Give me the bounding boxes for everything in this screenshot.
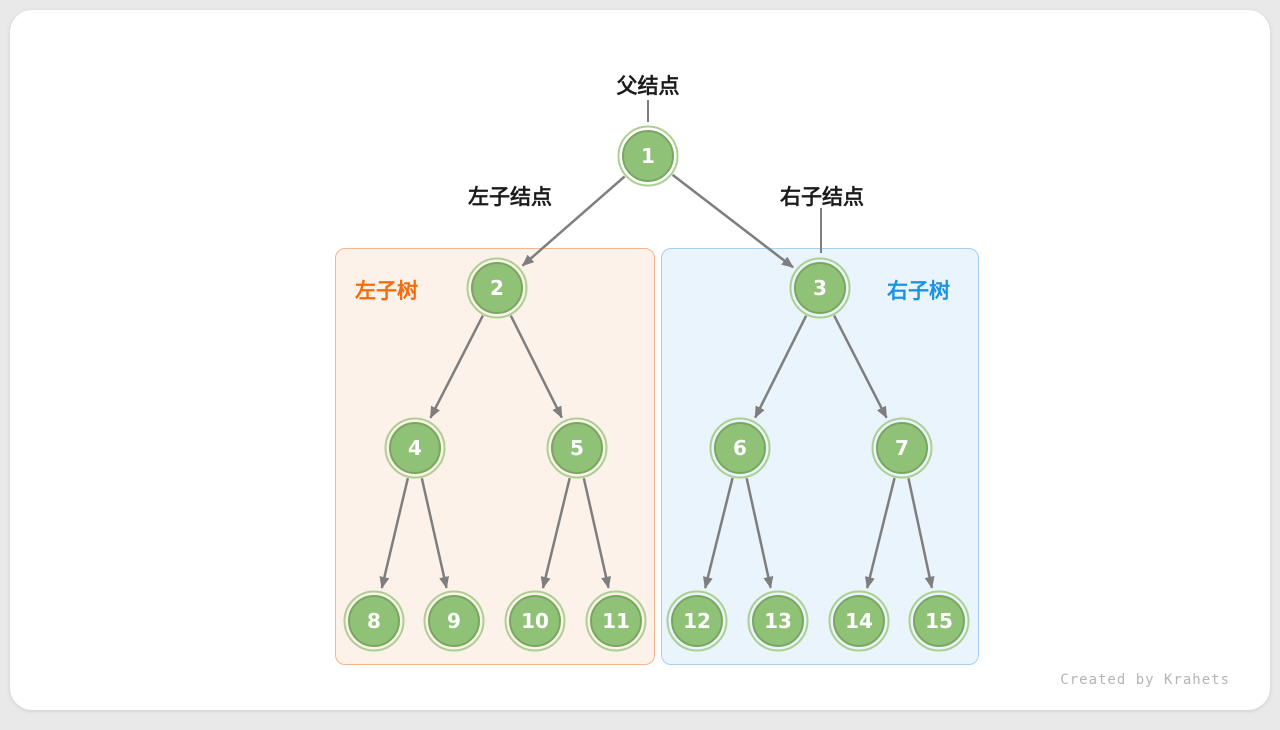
node-value: 11 bbox=[602, 609, 630, 633]
tree-node-2: 2 bbox=[466, 257, 528, 319]
node-outer-ring bbox=[504, 590, 566, 652]
node-disc bbox=[622, 130, 674, 182]
tree-node-7: 7 bbox=[871, 417, 933, 479]
parent-node-label: 父结点 bbox=[616, 75, 680, 98]
tree-node-14: 14 bbox=[828, 590, 890, 652]
node-value: 15 bbox=[925, 609, 953, 633]
node-outer-ring bbox=[666, 590, 728, 652]
node-disc bbox=[551, 422, 603, 474]
node-outer-ring bbox=[871, 417, 933, 479]
tree-edge-6-12 bbox=[703, 477, 734, 589]
tree-node-10: 10 bbox=[504, 590, 566, 652]
node-disc bbox=[876, 422, 928, 474]
tree-edges bbox=[379, 173, 935, 589]
tree-edge-3-7 bbox=[833, 315, 888, 419]
tree-node-9: 9 bbox=[423, 590, 485, 652]
node-value: 4 bbox=[408, 436, 422, 460]
tree-node-3: 3 bbox=[789, 257, 851, 319]
node-disc bbox=[348, 595, 400, 647]
node-outer-ring bbox=[343, 590, 405, 652]
credit-text: Created by Krahets bbox=[1060, 672, 1230, 688]
node-value: 9 bbox=[447, 609, 461, 633]
node-outer-ring bbox=[423, 590, 485, 652]
node-disc bbox=[794, 262, 846, 314]
node-disc bbox=[671, 595, 723, 647]
tree-node-1: 1 bbox=[617, 125, 679, 187]
tree-edge-3-6 bbox=[754, 315, 808, 419]
right-subtree-label: 右子树 bbox=[887, 280, 950, 303]
left-subtree-label: 左子树 bbox=[355, 280, 418, 303]
node-outer-ring bbox=[908, 590, 970, 652]
tree-node-15: 15 bbox=[908, 590, 970, 652]
node-disc bbox=[590, 595, 642, 647]
node-disc bbox=[389, 422, 441, 474]
node-value: 12 bbox=[683, 609, 711, 633]
tree-node-6: 6 bbox=[709, 417, 771, 479]
tree-edge-1-2 bbox=[521, 175, 626, 267]
node-value: 2 bbox=[490, 276, 504, 300]
node-value: 6 bbox=[733, 436, 747, 460]
node-value: 1 bbox=[641, 144, 655, 168]
tree-node-8: 8 bbox=[343, 590, 405, 652]
node-disc bbox=[428, 595, 480, 647]
left-child-label: 左子结点 bbox=[468, 186, 552, 209]
tree-node-13: 13 bbox=[747, 590, 809, 652]
node-outer-ring bbox=[747, 590, 809, 652]
node-value: 13 bbox=[764, 609, 792, 633]
node-outer-ring bbox=[585, 590, 647, 652]
tree-edge-5-10 bbox=[540, 477, 571, 589]
tree-edge-7-15 bbox=[907, 478, 935, 589]
node-disc bbox=[471, 262, 523, 314]
tree-edge-4-8 bbox=[379, 477, 410, 589]
node-outer-ring bbox=[466, 257, 528, 319]
tree-edge-2-4 bbox=[429, 315, 484, 419]
tree-edge-7-14 bbox=[865, 477, 896, 589]
node-outer-ring bbox=[789, 257, 851, 319]
node-value: 5 bbox=[570, 436, 584, 460]
node-outer-ring bbox=[384, 417, 446, 479]
node-outer-ring bbox=[546, 417, 608, 479]
node-disc bbox=[913, 595, 965, 647]
node-value: 14 bbox=[845, 609, 873, 633]
tree-edge-4-9 bbox=[420, 477, 449, 589]
node-outer-ring bbox=[828, 590, 890, 652]
node-disc bbox=[752, 595, 804, 647]
node-outer-ring bbox=[709, 417, 771, 479]
tree-node-11: 11 bbox=[585, 590, 647, 652]
tree-node-12: 12 bbox=[666, 590, 728, 652]
node-outer-ring bbox=[617, 125, 679, 187]
node-disc bbox=[714, 422, 766, 474]
node-disc bbox=[833, 595, 885, 647]
tree-edge-6-13 bbox=[745, 478, 774, 589]
right-child-label: 右子结点 bbox=[780, 186, 864, 209]
node-value: 7 bbox=[895, 436, 909, 460]
node-value: 3 bbox=[813, 276, 827, 300]
tree-edge-5-11 bbox=[582, 477, 611, 589]
tree-edge-1-3 bbox=[671, 173, 794, 269]
tree-node-4: 4 bbox=[384, 417, 446, 479]
node-disc bbox=[509, 595, 561, 647]
tree-node-5: 5 bbox=[546, 417, 608, 479]
node-value: 10 bbox=[521, 609, 549, 633]
tree-edge-2-5 bbox=[509, 315, 563, 419]
label-connectors bbox=[647, 100, 822, 253]
node-value: 8 bbox=[367, 609, 381, 633]
